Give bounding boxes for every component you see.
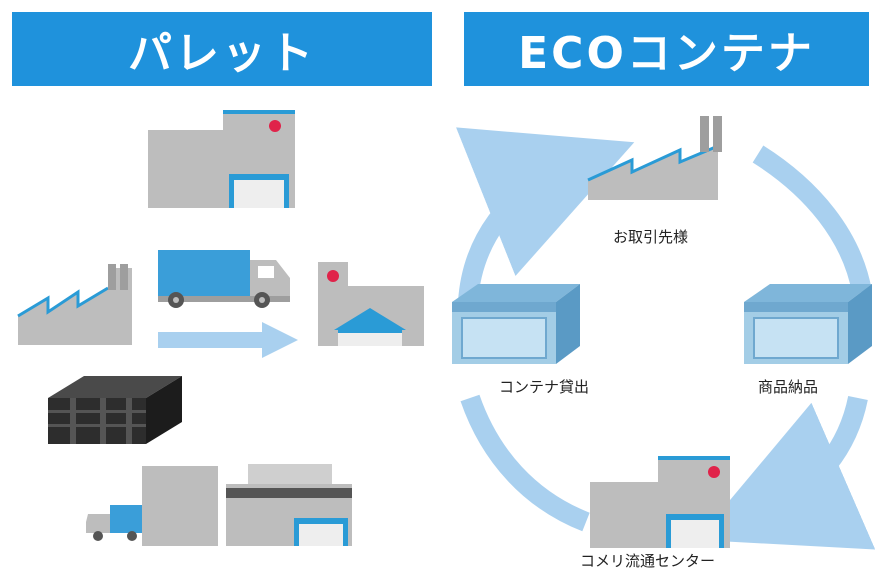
small-truck-icon: [86, 505, 142, 541]
supplier-factory-icon: [587, 116, 722, 200]
warehouse-bottom-icon: [142, 464, 352, 546]
container-right-icon: [744, 284, 872, 364]
supplier-label: お取引先様: [613, 228, 689, 246]
cycle-arrow-top-left: [455, 127, 635, 303]
cycle-arrow-bottom-right: [696, 395, 876, 550]
cycle-arrow-top-right: [752, 145, 872, 294]
distribution-center-icon: [590, 456, 730, 548]
komeri-logo-icon: [269, 120, 281, 132]
right-arrow-icon: [158, 322, 298, 358]
warehouse-top-icon: [148, 110, 295, 208]
factory-left-icon: [17, 264, 132, 345]
pallet-title-banner: パレット: [12, 12, 432, 86]
product-delivery-label: 商品納品: [758, 378, 819, 396]
container-lending-label: コンテナ貸出: [499, 378, 590, 396]
container-left-icon: [452, 284, 580, 364]
cycle-arrow-bottom-left: [460, 394, 590, 532]
distribution-warehouse-icon: [318, 262, 424, 346]
pallet-title: パレット: [128, 28, 316, 79]
eco-container-title: ECOコンテナ: [518, 28, 815, 79]
delivery-truck-icon: [158, 250, 290, 308]
distribution-center-label: コメリ流通センター: [580, 552, 716, 570]
pallet-stack-icon: [48, 376, 182, 444]
eco-container-title-banner: ECOコンテナ: [464, 12, 869, 86]
komeri-logo-center-icon: [708, 466, 720, 478]
komeri-logo-small-icon: [327, 270, 339, 282]
